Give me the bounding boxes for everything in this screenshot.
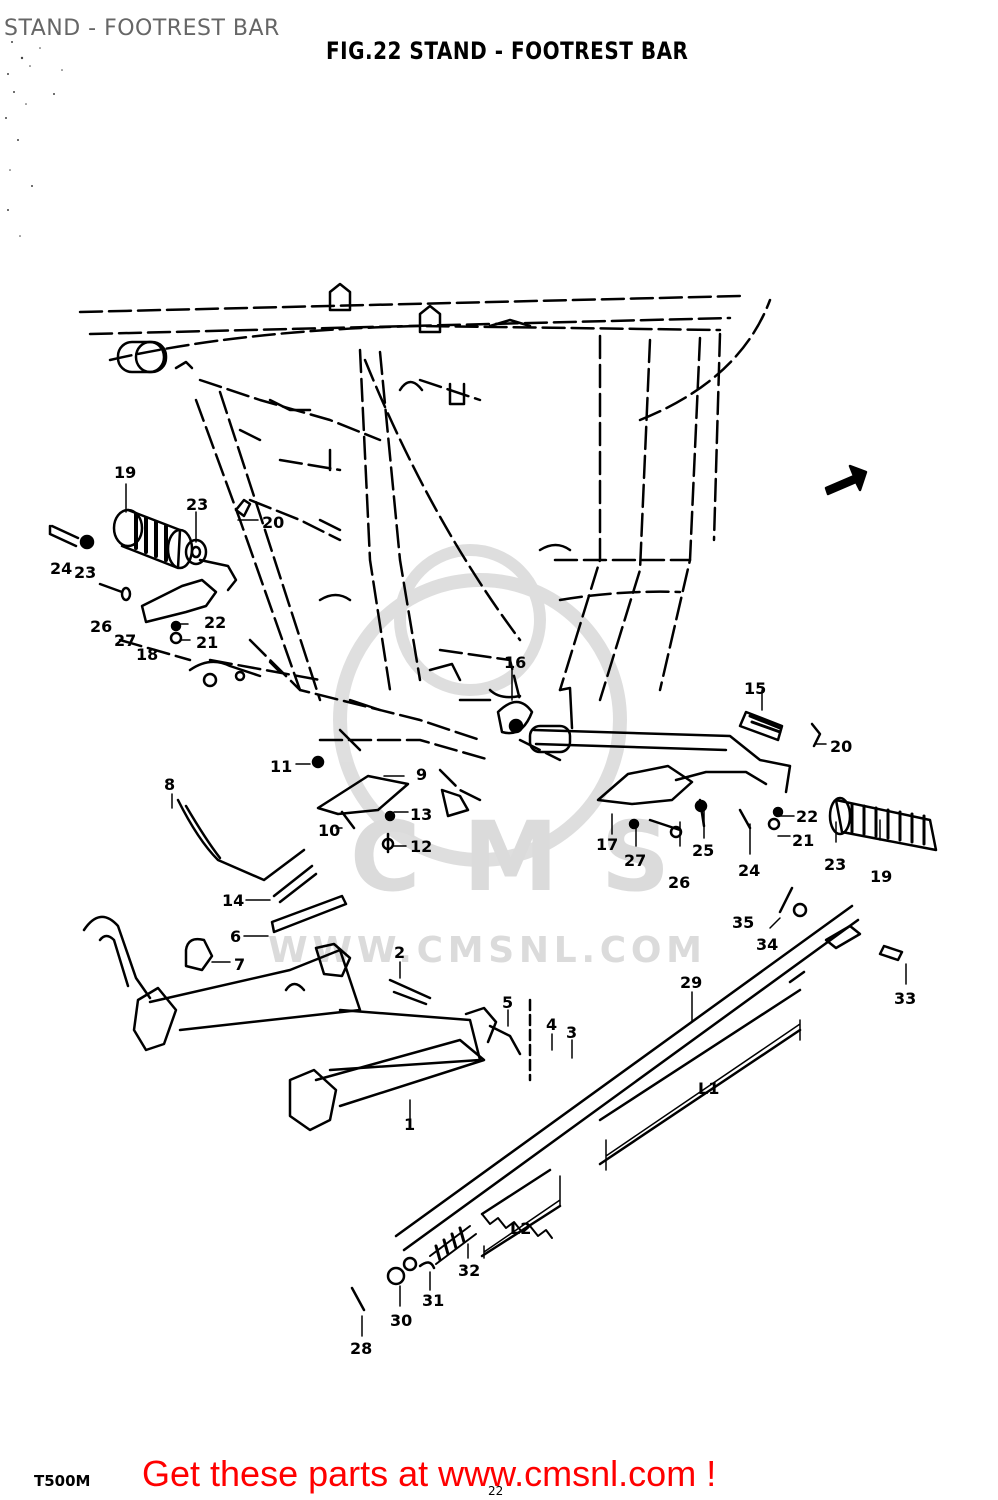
watermark-url-text: WWW.CMSNL.COM	[268, 930, 702, 971]
callout-8: 8	[164, 775, 175, 794]
callout-6: 6	[230, 927, 241, 946]
callout-20-right: 20	[830, 737, 852, 756]
callout-12: 12	[410, 837, 432, 856]
callout-27-right: 27	[624, 851, 646, 870]
callout-30: 30	[390, 1311, 412, 1330]
watermark-ring	[333, 573, 627, 867]
callout-2: 2	[394, 943, 405, 962]
callout-34: 34	[756, 935, 778, 954]
callout-5: 5	[502, 993, 513, 1012]
callout-3: 3	[566, 1023, 577, 1042]
callout-22-right: 22	[796, 807, 818, 826]
scan-noise	[5, 41, 63, 237]
leader-lines	[125, 483, 907, 1337]
callout-26-right: 26	[668, 873, 690, 892]
callout-26-left: 26	[90, 617, 112, 636]
callout-10: 10	[318, 821, 340, 840]
callout-1: 1	[404, 1115, 415, 1134]
callout-19-right: 19	[870, 867, 892, 886]
watermark-helmet	[394, 544, 546, 696]
promo-link[interactable]: Get these parts at www.cmsnl.com !	[142, 1453, 717, 1494]
direction-arrow	[824, 464, 868, 496]
left-footrest	[48, 498, 252, 645]
callout-15: 15	[744, 679, 766, 698]
callout-25: 25	[692, 841, 714, 860]
frame-outline	[78, 294, 772, 802]
callout-33: 33	[894, 989, 916, 1008]
stand-pivot-group	[176, 755, 470, 972]
callout-21-left: 21	[196, 633, 218, 652]
callout-16: 16	[504, 653, 526, 672]
callout-27-left: 27	[114, 631, 136, 650]
watermark-logo-text: CMS	[350, 801, 670, 913]
figure-title: FIG.22 STAND - FOOTREST BAR	[326, 36, 689, 65]
model-code: T500M	[34, 1472, 91, 1490]
callout-l2: L2	[510, 1219, 531, 1238]
callout-21-right: 21	[792, 831, 814, 850]
callout-23-right: 23	[824, 855, 846, 874]
center-stand	[82, 915, 532, 1132]
callout-11: 11	[270, 757, 292, 776]
callout-23-left-top: 23	[186, 495, 208, 514]
callout-14: 14	[222, 891, 244, 910]
callout-20-left: 20	[262, 513, 284, 532]
callout-l1: L1	[698, 1079, 719, 1098]
callout-28: 28	[350, 1339, 372, 1358]
callout-18: 18	[136, 645, 158, 664]
rod-assembly	[350, 886, 904, 1312]
callout-19-left: 19	[114, 463, 136, 482]
callout-24-left: 24	[50, 559, 72, 578]
callout-17: 17	[596, 835, 618, 854]
callout-4: 4	[546, 1015, 557, 1034]
callout-7: 7	[234, 955, 245, 974]
callout-13: 13	[410, 805, 432, 824]
drawing	[48, 282, 938, 1337]
callout-35: 35	[732, 913, 754, 932]
callout-32: 32	[458, 1261, 480, 1280]
page-number: 22	[488, 1484, 504, 1498]
callout-24-right: 24	[738, 861, 760, 880]
callout-29: 29	[680, 973, 702, 992]
right-footrest	[496, 686, 938, 852]
callout-9: 9	[416, 765, 427, 784]
callout-22-left: 22	[204, 613, 226, 632]
callout-23-left: 23	[74, 563, 96, 582]
callout-31: 31	[422, 1291, 444, 1310]
frame-details	[116, 282, 572, 752]
page-header: STAND - FOOTREST BAR	[4, 16, 280, 41]
callout-labels: 19 23 20 24 23 26 27 18 22 21 16 15 20 1…	[50, 463, 916, 1358]
